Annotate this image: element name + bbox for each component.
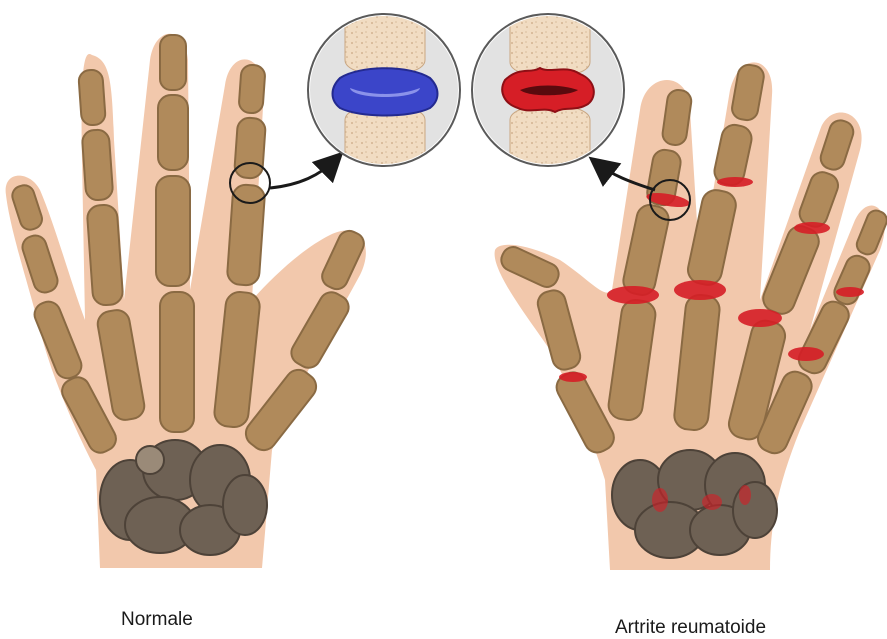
healthy-cartilage-shape (333, 68, 438, 115)
arthritis-hand-label: Artrite reumatoide (615, 617, 766, 639)
normal-hand-label: Normale (121, 609, 193, 631)
healthy-joint-zoom (300, 0, 470, 180)
inflamed-joint-zoom (460, 0, 640, 180)
normal-zoom-arrow (270, 160, 335, 188)
